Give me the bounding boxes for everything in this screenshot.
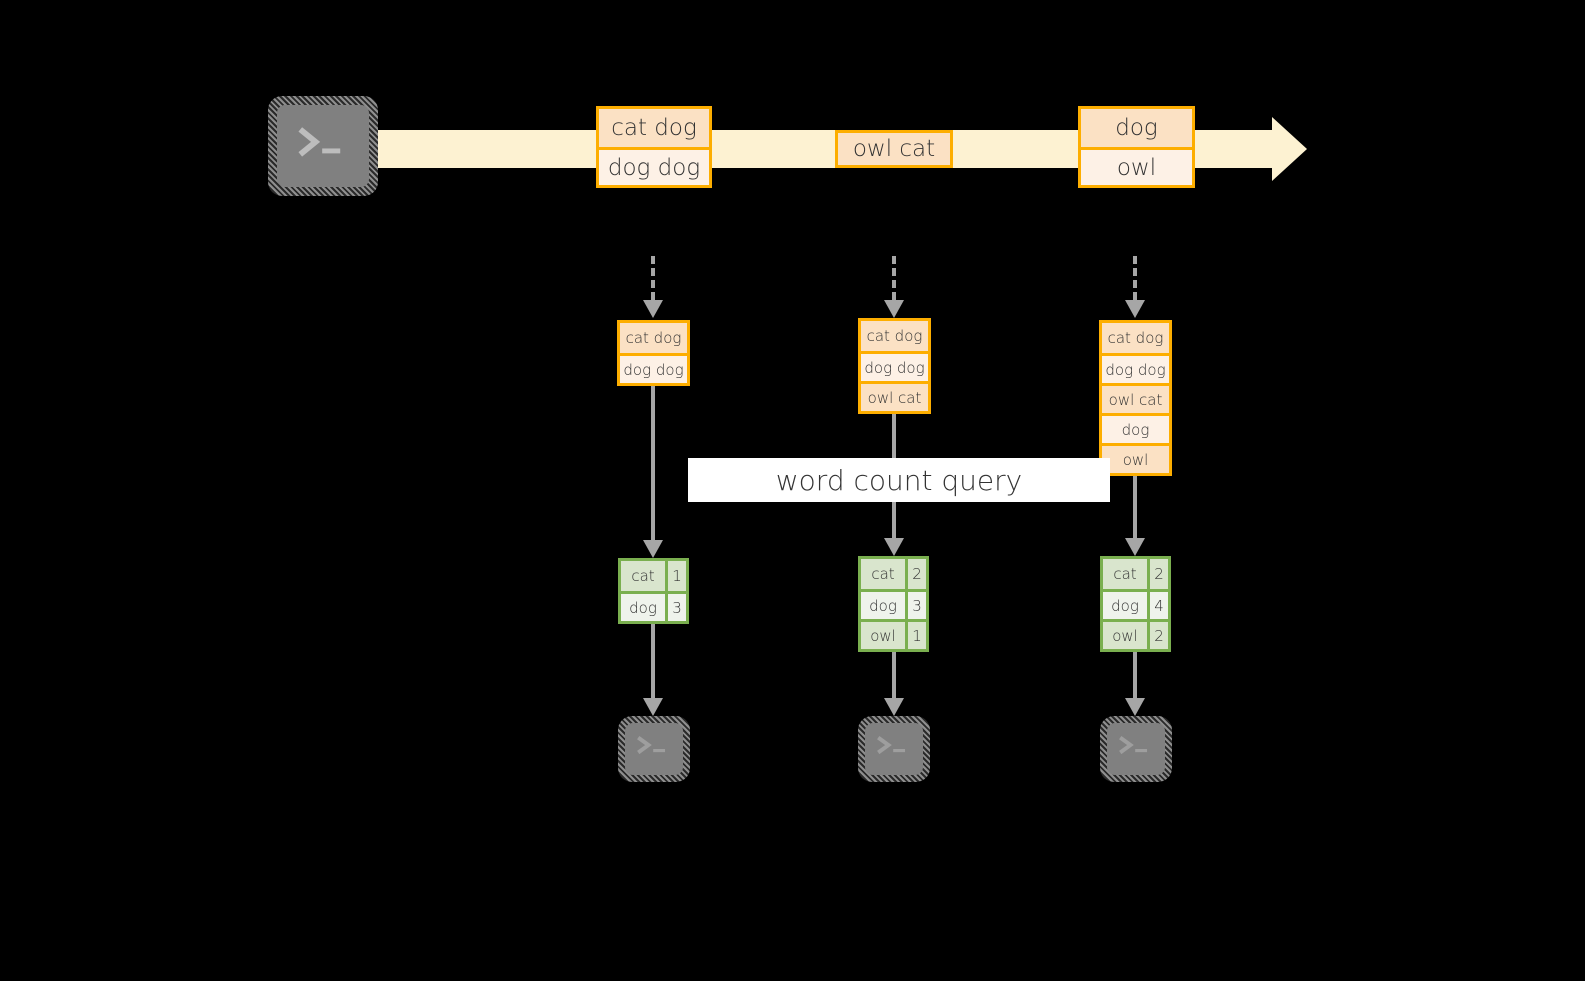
event-line: dog — [1081, 109, 1192, 147]
result-word: dog — [1103, 592, 1150, 619]
output-arrow-2 — [880, 652, 908, 716]
stack-entry: owl — [1102, 443, 1169, 473]
word-count-result-1[interactable]: cat 1 dog 3 — [618, 558, 689, 624]
query-arrow-3 — [1121, 476, 1149, 556]
timeline-event-1[interactable]: cat dog dog dog — [596, 106, 712, 188]
result-word: cat — [621, 561, 668, 591]
ingest-arrow-3 — [1121, 256, 1149, 318]
stream-state-stack-2[interactable]: cat dog dog dog owl cat — [858, 318, 931, 414]
result-row: cat 1 — [621, 561, 686, 591]
result-row: dog 3 — [621, 591, 686, 621]
query-arrow-1 — [639, 386, 667, 558]
result-count: 2 — [912, 565, 922, 583]
stack-entry: dog dog — [1102, 353, 1169, 383]
result-row: cat 2 — [1103, 559, 1168, 589]
event-stream-arrowhead — [1272, 117, 1307, 181]
stream-state-stack-1[interactable]: cat dog dog dog — [617, 320, 690, 386]
query-label: word count query — [775, 463, 1023, 497]
result-row: owl 2 — [1103, 619, 1168, 649]
consumer-terminal-3[interactable] — [1100, 716, 1172, 782]
result-count: 2 — [1154, 565, 1164, 583]
consumer-terminal-1[interactable] — [618, 716, 690, 782]
timeline-event-3[interactable]: dog owl — [1078, 106, 1195, 188]
result-count: 4 — [1154, 596, 1164, 615]
result-row: dog 3 — [861, 589, 926, 619]
result-count: 1 — [672, 567, 682, 585]
result-word: cat — [1103, 559, 1150, 589]
event-line: dog dog — [599, 147, 709, 185]
event-line: owl cat — [838, 133, 950, 165]
stack-entry: owl cat — [861, 381, 928, 411]
stack-entry: owl cat — [1102, 383, 1169, 413]
result-word: dog — [861, 592, 908, 619]
terminal-prompt-glyph — [637, 736, 666, 755]
result-row: owl 1 — [861, 619, 926, 649]
ingest-arrow-1 — [639, 256, 667, 318]
result-row: dog 4 — [1103, 589, 1168, 619]
stack-entry: dog dog — [620, 353, 687, 383]
terminal-prompt-glyph — [1119, 736, 1148, 755]
query-banner: word count query — [688, 458, 1110, 502]
event-line: cat dog — [599, 109, 709, 147]
result-count: 1 — [912, 626, 922, 645]
result-word: owl — [861, 622, 908, 649]
result-count: 3 — [912, 596, 922, 615]
result-word: dog — [621, 594, 668, 621]
word-count-result-3[interactable]: cat 2 dog 4 owl 2 — [1100, 556, 1171, 652]
stack-entry: cat dog — [861, 321, 928, 351]
stack-entry: cat dog — [1102, 323, 1169, 353]
terminal-screen — [277, 105, 369, 187]
event-line: owl — [1081, 147, 1192, 185]
stack-entry: cat dog — [620, 323, 687, 353]
producer-terminal-icon[interactable] — [268, 96, 378, 196]
output-arrow-1 — [639, 624, 667, 716]
word-count-result-2[interactable]: cat 2 dog 3 owl 1 — [858, 556, 929, 652]
stream-state-stack-3[interactable]: cat dog dog dog owl cat dog owl — [1099, 320, 1172, 476]
result-word: owl — [1103, 622, 1150, 649]
result-count: 2 — [1154, 626, 1164, 645]
output-arrow-3 — [1121, 652, 1149, 716]
terminal-prompt-glyph — [298, 127, 341, 157]
result-count: 3 — [672, 598, 682, 617]
consumer-terminal-2[interactable] — [858, 716, 930, 782]
terminal-prompt-glyph — [877, 736, 906, 755]
result-row: cat 2 — [861, 559, 926, 589]
ingest-arrow-2 — [880, 256, 908, 318]
stack-entry: dog dog — [861, 351, 928, 381]
timeline-event-2[interactable]: owl cat — [835, 130, 953, 168]
stack-entry: dog — [1102, 413, 1169, 443]
result-word: cat — [861, 559, 908, 589]
